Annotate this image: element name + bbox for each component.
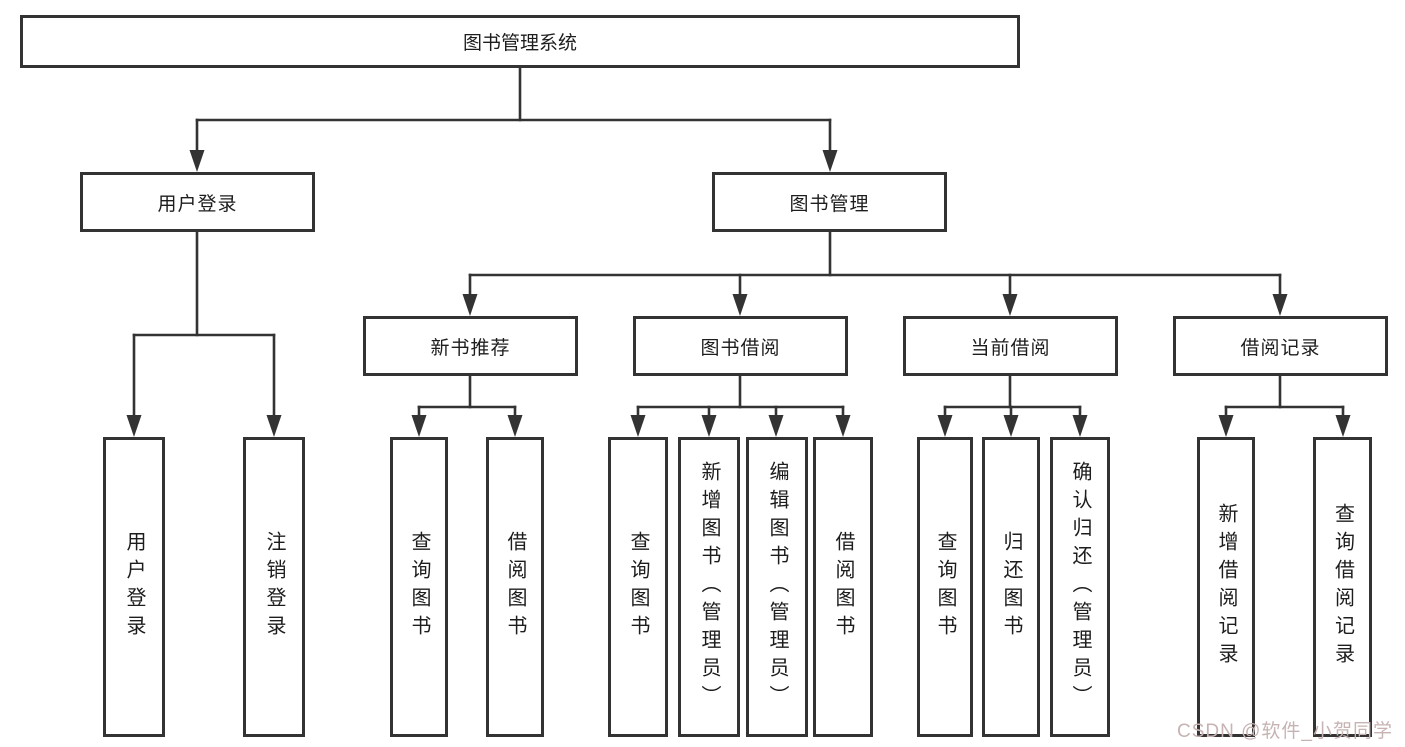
leaf-logout-label: 注销登录 (263, 531, 285, 643)
leaf-logout: 注销登录 (243, 437, 305, 737)
node-book-borrow-label: 图书借阅 (700, 337, 781, 359)
leaf-borrow-books-2-label: 借阅图书 (832, 531, 854, 643)
node-current-borrow-label: 当前借阅 (970, 337, 1051, 359)
leaf-edit-books-admin: 编辑图书（管理员） (746, 437, 808, 737)
leaf-user-login: 用户登录 (103, 437, 165, 737)
leaf-query-books-2-label: 查询图书 (627, 531, 649, 643)
leaf-query-books-3-label: 查询图书 (934, 531, 956, 643)
leaf-user-login-label: 用户登录 (123, 531, 145, 643)
leaf-add-borrow-record: 新增借阅记录 (1197, 437, 1255, 737)
leaf-add-books-admin: 新增图书（管理员） (678, 437, 740, 737)
leaf-query-books-2: 查询图书 (608, 437, 668, 737)
leaf-confirm-return-admin-label: 确认归还（管理员） (1069, 461, 1091, 713)
leaf-confirm-return-admin: 确认归还（管理员） (1050, 437, 1110, 737)
leaf-return-books: 归还图书 (982, 437, 1040, 737)
leaf-return-books-label: 归还图书 (1000, 531, 1022, 643)
leaf-add-books-admin-label: 新增图书（管理员） (698, 461, 720, 713)
leaf-query-books-3: 查询图书 (917, 437, 973, 737)
node-user-login-label: 用户登录 (157, 193, 238, 215)
node-book-borrow: 图书借阅 (633, 316, 848, 376)
node-user-login: 用户登录 (80, 172, 315, 232)
leaf-query-borrow-record: 查询借阅记录 (1313, 437, 1372, 737)
node-book-management-label: 图书管理 (789, 193, 870, 215)
leaf-borrow-books-1-label: 借阅图书 (504, 531, 526, 643)
node-borrow-record-label: 借阅记录 (1240, 337, 1321, 359)
node-root: 图书管理系统 (20, 15, 1020, 68)
leaf-query-books-1: 查询图书 (390, 437, 448, 737)
leaf-add-borrow-record-label: 新增借阅记录 (1215, 503, 1237, 671)
leaf-edit-books-admin-label: 编辑图书（管理员） (766, 461, 788, 713)
leaf-borrow-books-2: 借阅图书 (813, 437, 873, 737)
leaf-borrow-books-1: 借阅图书 (486, 437, 544, 737)
node-borrow-record: 借阅记录 (1173, 316, 1388, 376)
node-current-borrow: 当前借阅 (903, 316, 1118, 376)
leaf-query-borrow-record-label: 查询借阅记录 (1331, 503, 1354, 671)
node-book-management: 图书管理 (712, 172, 947, 232)
node-new-book-recommend: 新书推荐 (363, 316, 578, 376)
node-new-book-recommend-label: 新书推荐 (430, 337, 511, 359)
csdn-watermark: CSDN @软件_小贺同学 (1177, 721, 1393, 742)
node-root-label: 图书管理系统 (462, 33, 577, 54)
leaf-query-books-1-label: 查询图书 (408, 531, 430, 643)
